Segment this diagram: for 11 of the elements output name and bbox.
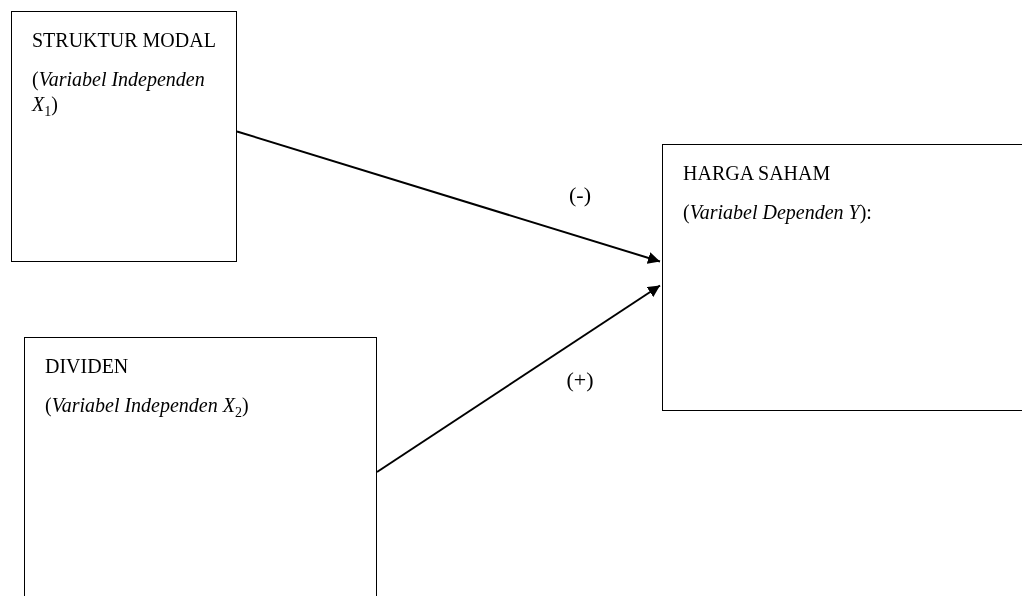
variable-box [662,144,1022,411]
box-heading: DIVIDEN [45,354,130,379]
box-heading: HARGA SAHAM [683,161,832,186]
arrow [376,284,661,473]
arrow [236,130,661,264]
box-text: (Variabel Independen X$_{1}$) [32,67,206,121]
box-text: (Variabel Independen X$_{2}$) [45,393,250,422]
variable-box [11,11,237,262]
variable-box [24,337,377,596]
box-text: (Variabel Dependen Y): [683,200,873,225]
box-heading: STRUKTUR MODAL [32,28,216,53]
